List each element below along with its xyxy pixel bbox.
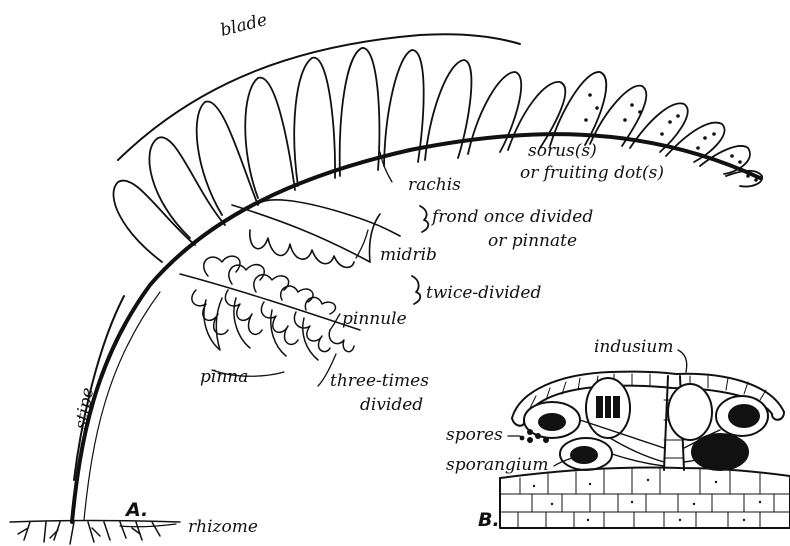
label-rhizome: rhizome: [188, 517, 258, 537]
frond-brace: [420, 206, 428, 232]
pinnae-simple: [113, 48, 565, 262]
leader-lines: [120, 152, 392, 527]
label-blade: blade: [218, 10, 269, 41]
label-sporangium: sporangium: [446, 455, 548, 475]
label-frond-line1: frond once divided: [430, 207, 593, 227]
label-indusium: indusium: [594, 337, 673, 357]
label-pinna: pinna: [200, 367, 248, 387]
panel-letter-a: A.: [124, 499, 148, 521]
label-frond-line2: or pinnate: [488, 231, 577, 251]
label-three-times-line1: three-times: [330, 371, 429, 391]
twice-brace: [412, 276, 420, 304]
pinna-once-divided: [232, 200, 400, 268]
pinna-twice-divided: [180, 256, 360, 330]
label-sorus-line2: or fruiting dot(s): [520, 163, 664, 183]
panel-letter-b: B.: [478, 509, 500, 531]
label-rachis: rachis: [408, 175, 461, 195]
label-twice-divided: twice-divided: [426, 283, 541, 303]
rhizome-roots: [10, 521, 180, 545]
label-spores: spores: [446, 425, 503, 445]
label-stipe: stipe: [71, 386, 98, 431]
label-midrib: midrib: [380, 245, 437, 265]
sorus-section-drawing: indusium spores sporangium B.: [446, 337, 790, 531]
leaf-tissue: [500, 467, 790, 528]
label-pinnule: pinnule: [342, 309, 407, 329]
midrib: [369, 214, 380, 262]
pinna-three-times-divided: [192, 290, 354, 360]
label-three-times-line2: divided: [360, 395, 423, 415]
label-sorus-line1: sorus(s): [528, 141, 597, 161]
